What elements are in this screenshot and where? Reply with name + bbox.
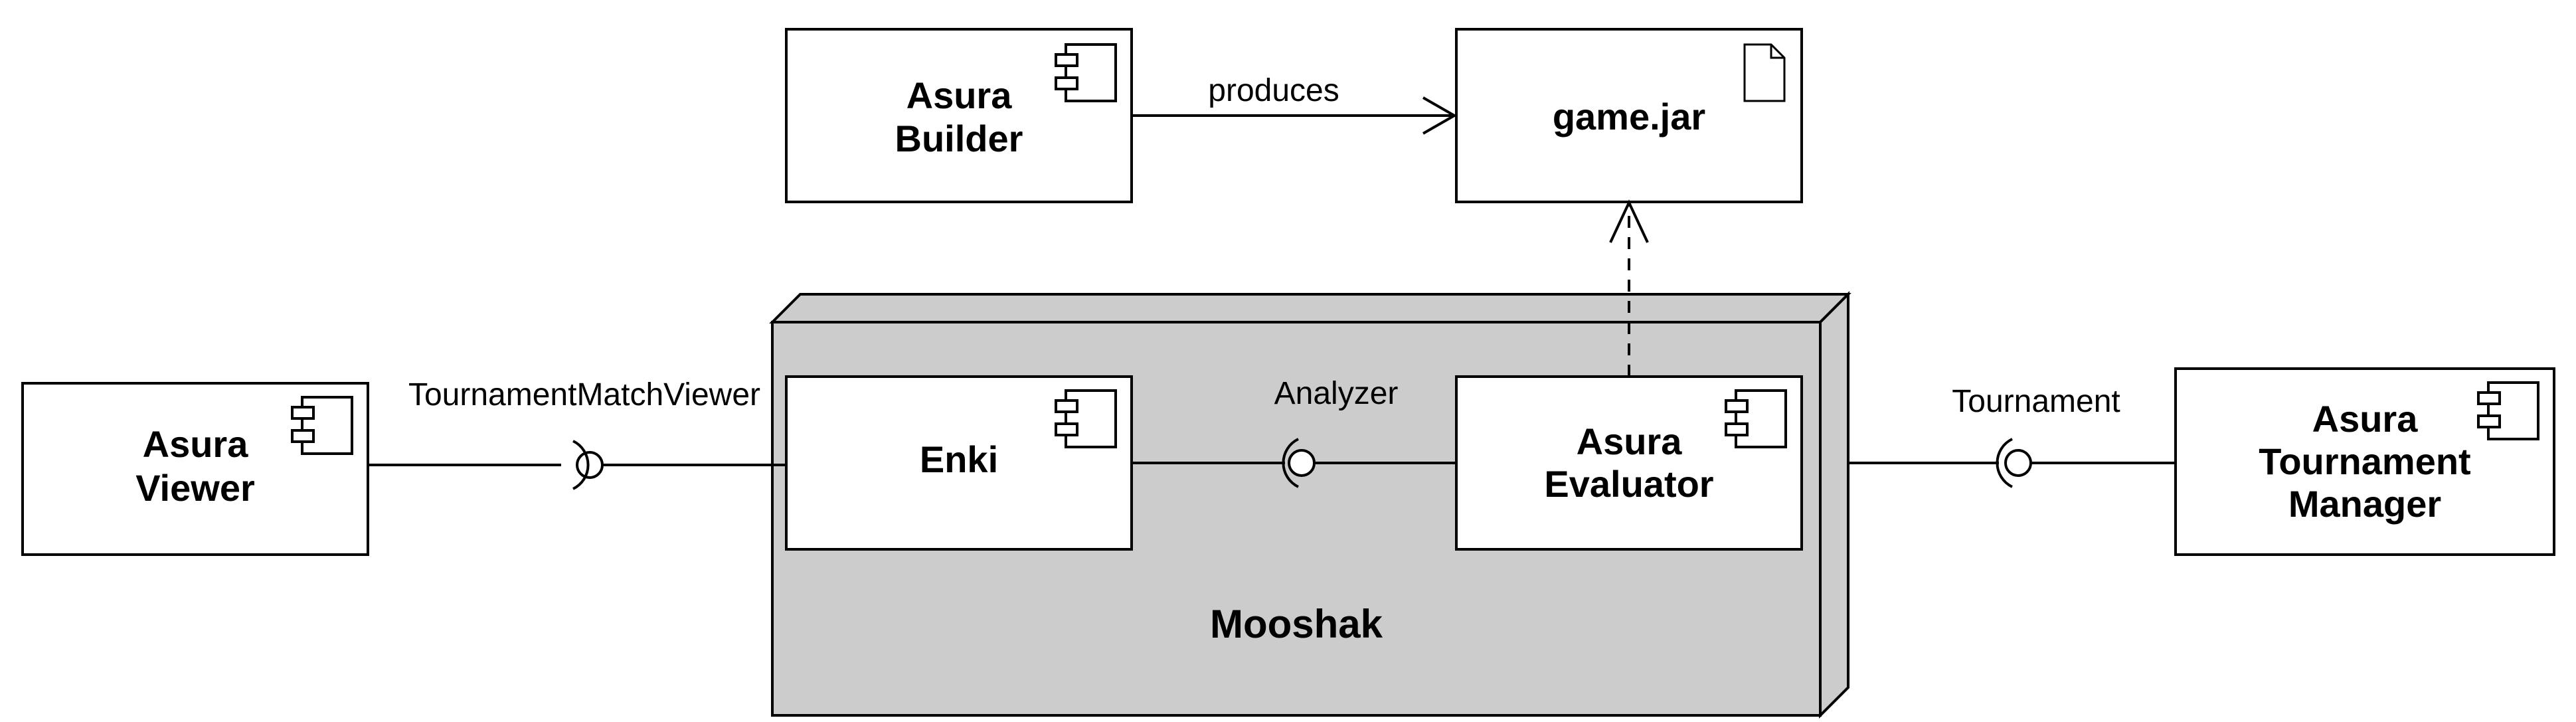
provided-interface-lollipop	[1288, 449, 1316, 477]
tournament-label: Tournament	[1952, 384, 2120, 419]
asura-builder-label-line1: Asura	[906, 74, 1013, 116]
asura-builder-component[interactable]: Asura Builder	[785, 28, 1133, 203]
asura-viewer-label-line2: Viewer	[135, 467, 255, 509]
mooshak-node-side-face	[1819, 291, 1849, 719]
enki-label: Enki	[920, 438, 998, 480]
asura-tournament-manager-component[interactable]: Asura Tournament Manager	[2174, 367, 2555, 556]
provided-interface-lollipop	[2004, 449, 2032, 477]
mooshak-node-top-face	[769, 293, 1851, 323]
game-jar-label: game.jar	[1553, 96, 1705, 137]
tournament-match-viewer-label: TournamentMatchViewer	[408, 377, 760, 412]
component-icon	[1055, 389, 1117, 448]
analyzer-interface: Analyzer	[1132, 376, 1456, 488]
required-interface-socket	[572, 440, 590, 490]
produces-label: produces	[1208, 73, 1339, 108]
asura-tournament-manager-label-line3: Manager	[2288, 483, 2441, 525]
tournament-match-viewer-interface: TournamentMatchViewer	[368, 377, 786, 490]
produces-dependency: produces	[1132, 73, 1458, 135]
provided-interface-lollipop	[576, 451, 604, 479]
asura-viewer-label-line1: Asura	[143, 423, 249, 465]
required-interface-socket	[1996, 438, 2013, 488]
asura-evaluator-component[interactable]: Asura Evaluator	[1455, 375, 1803, 551]
asura-builder-label-line2: Builder	[895, 118, 1023, 159]
enki-component[interactable]: Enki	[785, 375, 1133, 551]
asura-tournament-manager-label-line2: Tournament	[2259, 440, 2470, 482]
component-icon	[291, 396, 353, 455]
asura-viewer-component[interactable]: Asura Viewer	[21, 382, 369, 556]
component-icon	[2477, 381, 2539, 440]
document-icon	[1743, 43, 1786, 102]
asura-tournament-manager-label-line1: Asura	[2312, 398, 2419, 440]
game-jar-artifact[interactable]: game.jar	[1455, 28, 1803, 203]
mooshak-label: Mooshak	[1210, 602, 1383, 646]
evaluator-uses-game-jar-dependency	[1609, 199, 1649, 377]
open-arrowhead	[1609, 199, 1649, 243]
open-arrowhead	[1422, 96, 1458, 135]
analyzer-label: Analyzer	[1274, 376, 1399, 411]
tournament-interface: Tournament	[1848, 384, 2176, 488]
component-icon	[1725, 389, 1787, 448]
component-icon	[1055, 43, 1117, 102]
asura-evaluator-label-line2: Evaluator	[1544, 463, 1713, 505]
required-interface-socket	[1282, 438, 1299, 488]
asura-evaluator-label-line1: Asura	[1577, 420, 1683, 462]
